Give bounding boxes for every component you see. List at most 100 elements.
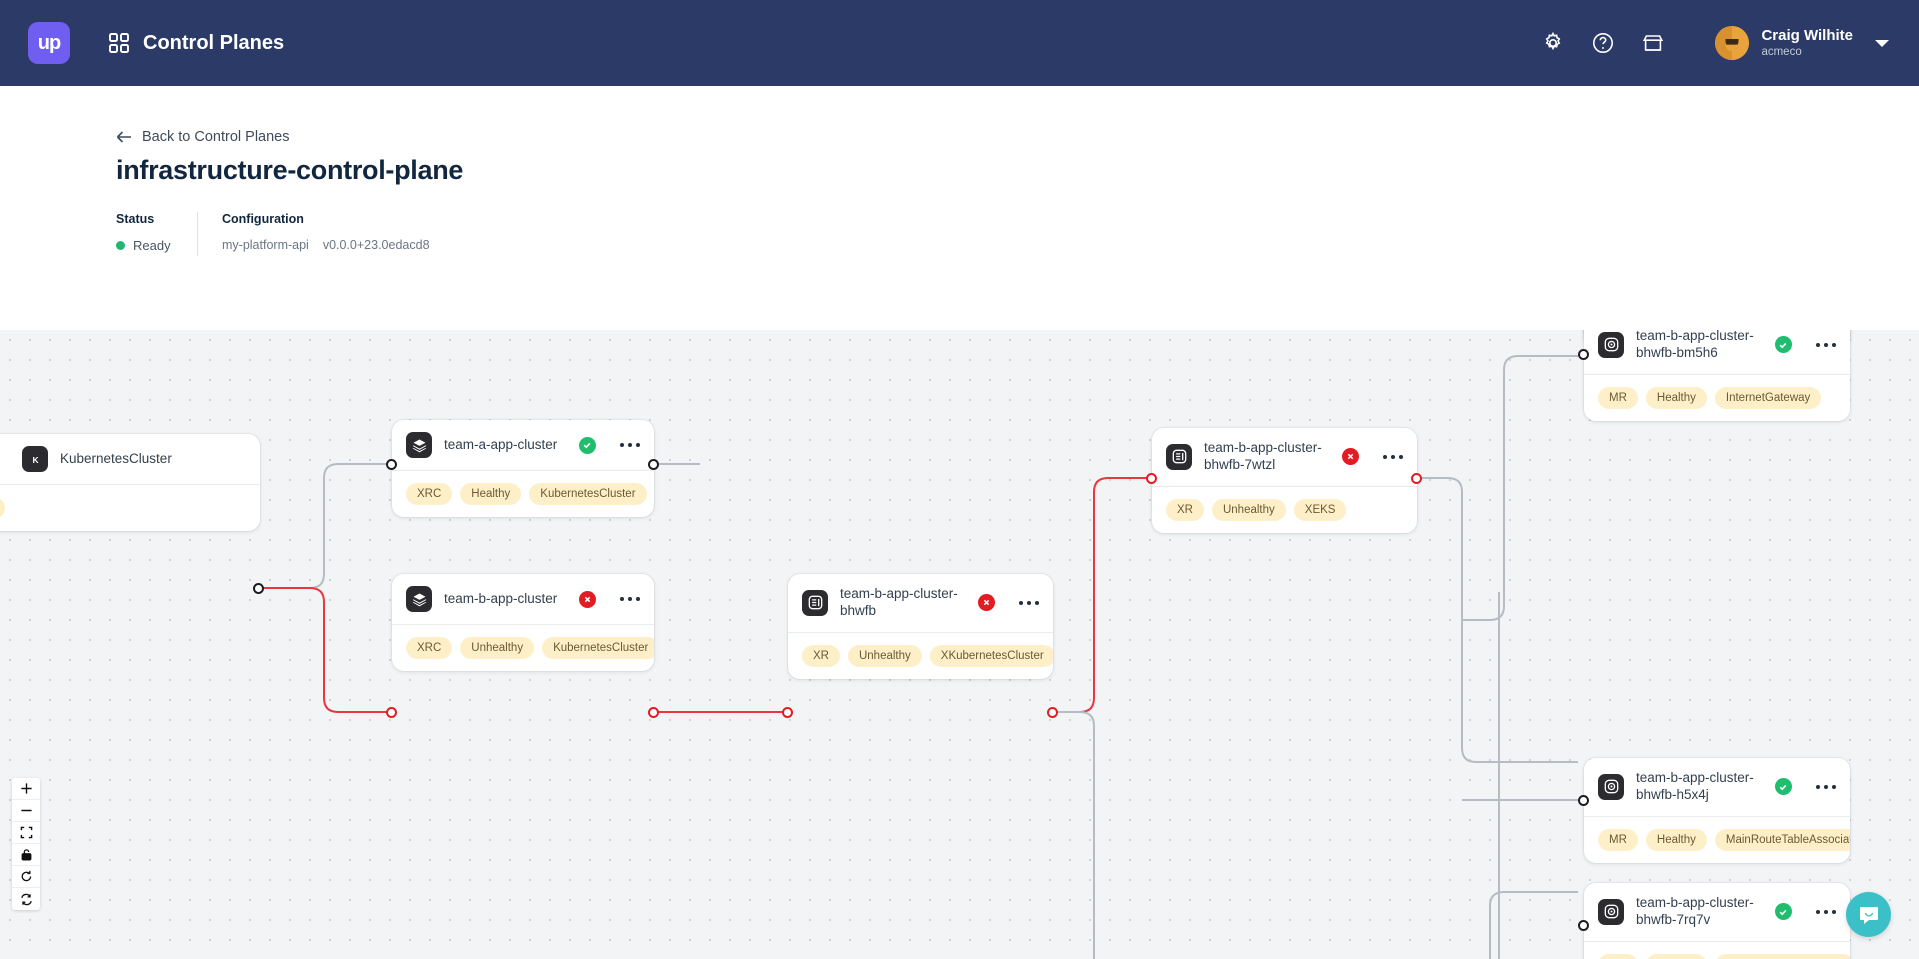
- page-title: infrastructure-control-plane: [116, 155, 464, 185]
- zoom-out-button[interactable]: [12, 800, 40, 822]
- node-tag: RouteTableAssociation: [1714, 953, 1850, 959]
- node-menu-button[interactable]: [1815, 909, 1836, 915]
- logo-text: up: [37, 31, 61, 54]
- graph-node-team-b-app-cluster-bhwfb[interactable]: team-b-app-cluster-bhwfb XR Unhealthy XK…: [788, 574, 1053, 679]
- node-label: team-b-app-cluster-bhwfb-7wtzl: [1204, 440, 1322, 472]
- graph-node-bhwfb-h5x4j[interactable]: team-b-app-cluster-bhwfb-h5x4j MR Health…: [1584, 758, 1850, 863]
- node-label: team-a-app-cluster: [444, 436, 558, 452]
- node-handle-target[interactable]: [1578, 349, 1589, 360]
- node-menu-button[interactable]: [619, 596, 640, 602]
- top-navigation-bar: up Control Planes: [0, 0, 1919, 86]
- node-handle-source[interactable]: [1047, 707, 1058, 718]
- resource-graph-canvas[interactable]: K KubernetesCluster API team-a-app-clust…: [0, 330, 1919, 959]
- node-tags: MR Healthy RouteTableAssociation: [1584, 942, 1850, 959]
- node-tag: MR: [1598, 386, 1638, 409]
- node-handle-target[interactable]: [782, 707, 793, 718]
- fit-view-button[interactable]: [12, 822, 40, 844]
- node-tags: MR Healthy MainRouteTableAssociation: [1584, 817, 1850, 863]
- status-unhealthy-icon: [977, 594, 995, 612]
- control-planes-nav-item[interactable]: Control Planes: [108, 32, 284, 55]
- node-divider: [392, 470, 654, 471]
- configuration-block: Configuration my-platform-api v0.0.0+23.…: [222, 212, 430, 252]
- node-tag: XR: [1166, 498, 1204, 521]
- node-tag: XEKS: [1293, 498, 1347, 521]
- zoom-in-button[interactable]: [12, 778, 40, 800]
- layers-icon: [406, 586, 432, 612]
- node-menu-button[interactable]: [1815, 784, 1836, 790]
- node-divider: [1584, 815, 1850, 817]
- node-handle-target[interactable]: [1578, 920, 1589, 931]
- node-header: team-b-app-cluster-bhwfb-7rq7v: [1584, 883, 1850, 941]
- node-handle-source[interactable]: [648, 459, 659, 470]
- nav-title: Control Planes: [143, 31, 285, 54]
- marketplace-icon[interactable]: [1641, 31, 1665, 55]
- node-label: team-b-app-cluster: [444, 590, 558, 606]
- node-header: team-b-app-cluster: [392, 574, 654, 624]
- node-handle-source[interactable]: [648, 707, 659, 718]
- node-tags: XR Unhealthy XKubernetesCluster: [788, 633, 1053, 679]
- configuration-label: Configuration: [222, 212, 304, 226]
- node-header: team-b-app-cluster-bhwfb-7wtzl: [1152, 428, 1417, 486]
- graph-node-team-b-app-cluster[interactable]: team-b-app-cluster XRC Unhealthy Kuberne…: [392, 574, 654, 671]
- meta-divider: [197, 212, 198, 256]
- node-handle-target[interactable]: [1578, 795, 1589, 806]
- node-header: team-b-app-cluster-bhwfb-h5x4j: [1584, 758, 1850, 816]
- node-label: KubernetesCluster: [60, 450, 172, 466]
- sync-icon[interactable]: [12, 888, 40, 910]
- node-label: team-b-app-cluster-bhwfb: [840, 586, 958, 618]
- managed-resource-icon: [1598, 773, 1624, 800]
- node-tag: XR: [802, 644, 840, 667]
- node-tag: Healthy: [1645, 386, 1707, 409]
- node-tag: Unhealthy: [1211, 498, 1286, 521]
- graph-edges: [258, 355, 1578, 959]
- gear-icon[interactable]: [1541, 31, 1565, 55]
- node-divider: [1152, 485, 1417, 487]
- back-to-control-planes-link[interactable]: Back to Control Planes: [116, 129, 290, 145]
- graph-node-bhwfb-7wtzl[interactable]: team-b-app-cluster-bhwfb-7wtzl XR Unheal…: [1152, 428, 1417, 533]
- node-menu-button[interactable]: [1815, 342, 1836, 348]
- user-menu[interactable]: Craig Wilhite acmeco: [1715, 26, 1889, 60]
- lock-icon[interactable]: [12, 844, 40, 866]
- chevron-down-icon[interactable]: [1875, 39, 1889, 47]
- node-divider: [1584, 940, 1850, 942]
- node-label: team-b-app-cluster-bhwfb-7rq7v: [1636, 895, 1754, 927]
- chat-widget-button[interactable]: [1846, 892, 1891, 937]
- node-tag: MR: [1598, 953, 1638, 959]
- upbound-logo[interactable]: up: [28, 22, 70, 64]
- status-label: Status: [116, 212, 155, 226]
- node-header: team-b-app-cluster-bhwfb: [788, 574, 1053, 632]
- node-tag: XRC: [406, 637, 453, 659]
- status-unhealthy-icon: [1341, 448, 1359, 466]
- node-handle-source[interactable]: [1411, 473, 1422, 484]
- graph-node-bhwfb-bm5h6[interactable]: team-b-app-cluster-bhwfb-bm5h6 MR Health…: [1584, 330, 1850, 421]
- node-header: K KubernetesCluster: [0, 434, 260, 484]
- node-tag: Unhealthy: [847, 644, 922, 667]
- resource-icon: [1166, 443, 1192, 470]
- graph-node-team-a-app-cluster[interactable]: team-a-app-cluster XRC Healthy Kubernete…: [392, 420, 654, 517]
- canvas-controls: [12, 778, 40, 910]
- node-tag: XKubernetesCluster: [929, 644, 1053, 667]
- node-menu-button[interactable]: [1382, 454, 1403, 460]
- node-handle-target[interactable]: [386, 707, 397, 718]
- grid-icon: [108, 32, 130, 54]
- node-handle-target[interactable]: [386, 459, 397, 470]
- avatar: [1715, 26, 1750, 60]
- back-link-label: Back to Control Planes: [142, 129, 290, 145]
- status-healthy-icon: [1774, 778, 1792, 796]
- reset-icon[interactable]: [12, 866, 40, 888]
- graph-node-kubernetescluster[interactable]: K KubernetesCluster API: [0, 434, 260, 531]
- node-divider: [0, 484, 260, 485]
- node-tags: XRC Healthy KubernetesCluster: [392, 471, 654, 517]
- node-menu-button[interactable]: [1018, 600, 1039, 606]
- node-handle-source[interactable]: [253, 583, 264, 594]
- node-menu-button[interactable]: [619, 442, 640, 448]
- graph-node-bhwfb-7rq7v[interactable]: team-b-app-cluster-bhwfb-7rq7v MR Health…: [1584, 883, 1850, 959]
- configuration-version: v0.0.0+23.0edacd8: [322, 238, 430, 252]
- node-handle-target[interactable]: [1146, 473, 1157, 484]
- node-tag: Healthy: [1645, 828, 1707, 851]
- node-tag: InternetGateway: [1714, 386, 1822, 409]
- help-icon[interactable]: [1591, 31, 1615, 55]
- node-tag: Unhealthy: [460, 637, 535, 659]
- status-value: Ready: [133, 238, 171, 253]
- managed-resource-icon: [1598, 898, 1624, 925]
